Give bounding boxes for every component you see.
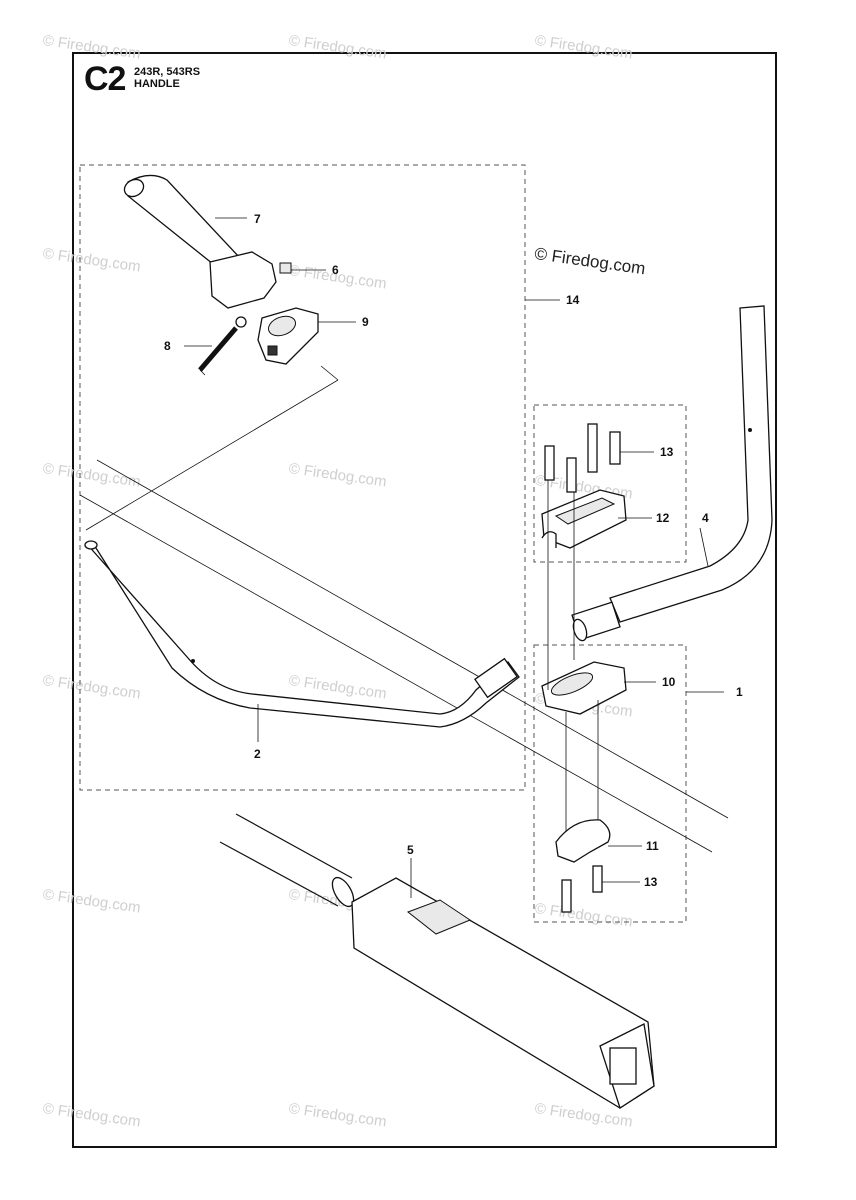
- clamp-12: [541, 489, 627, 549]
- callout-13-top: 13: [660, 445, 674, 459]
- screws-13-bottom: [561, 865, 603, 913]
- callout-14: 14: [566, 293, 580, 307]
- callout-13-bottom: 13: [644, 875, 658, 889]
- clamp-9: [257, 307, 319, 365]
- callout-4: 4: [702, 511, 709, 525]
- diagram-border: [72, 52, 777, 1148]
- callout-5: 5: [407, 843, 414, 857]
- shaft-bracket-5: [219, 813, 655, 1110]
- assembly-14-box: [79, 164, 526, 791]
- screws-13-top: [544, 423, 621, 493]
- grip-7: [123, 174, 277, 309]
- clamp-12-box: [533, 404, 687, 563]
- nut-6: [279, 262, 292, 274]
- callout-10: 10: [662, 675, 676, 689]
- callout-11: 11: [646, 839, 659, 853]
- leader-4: [699, 527, 709, 567]
- assembly-1-box: [533, 644, 687, 923]
- handle-bar-2: [84, 540, 520, 728]
- callout-9: 9: [362, 315, 369, 329]
- page-title: HANDLE: [134, 78, 180, 90]
- screw-8: [198, 316, 247, 376]
- model-numbers: 243R, 543RS: [134, 66, 201, 78]
- section-code: C2: [84, 60, 126, 98]
- shaft-line-upper: [96, 459, 729, 819]
- callout-6: 6: [332, 263, 339, 277]
- callout-12: 12: [656, 511, 670, 525]
- clamp-10: [541, 661, 627, 715]
- clamp-11: [555, 819, 611, 863]
- callout-7: 7: [254, 212, 261, 226]
- assembly-leader: [85, 379, 339, 531]
- handle-bar-4: [571, 305, 773, 642]
- shaft-line-lower: [79, 494, 713, 853]
- callout-2: 2: [254, 747, 261, 761]
- callout-1: 1: [736, 685, 743, 699]
- callout-8: 8: [164, 339, 171, 353]
